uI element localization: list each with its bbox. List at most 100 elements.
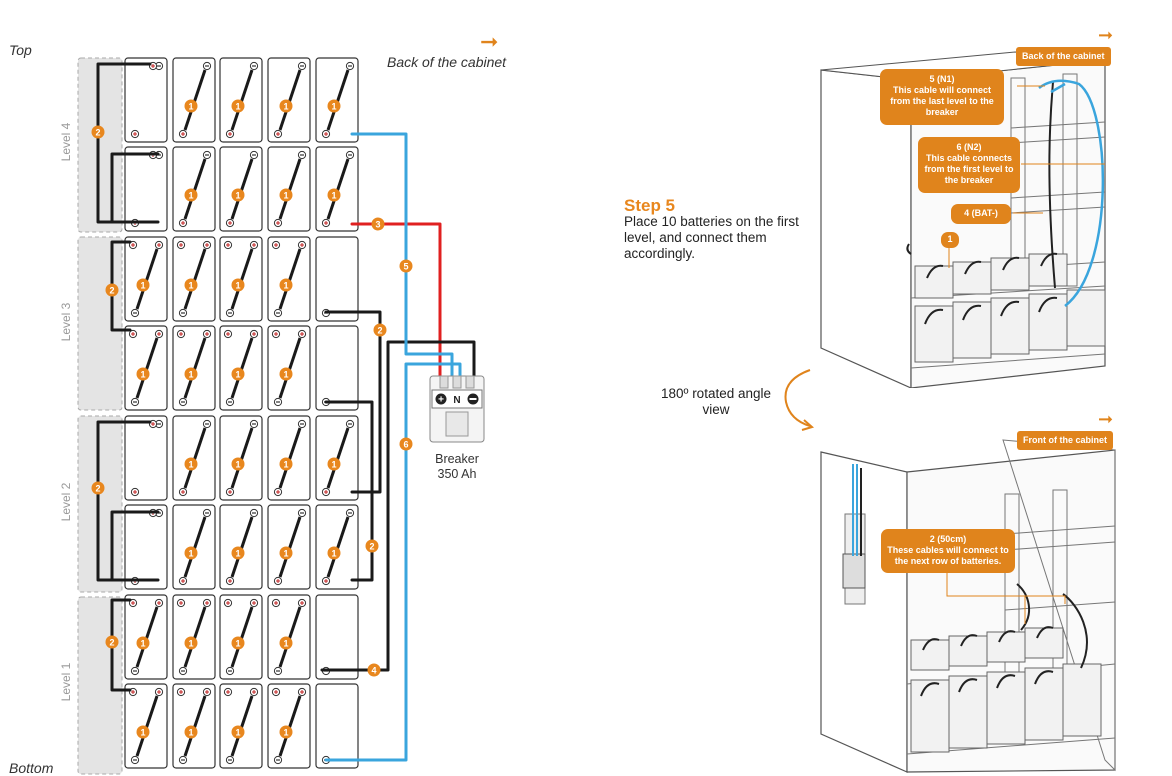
battery-cell (219, 504, 263, 590)
plus-terminal-icon (271, 598, 281, 608)
breaker-neutral-label: N (453, 395, 460, 406)
row-link-cable (110, 152, 160, 224)
connection-marker: 1 (231, 278, 245, 292)
connection-marker: 1 (327, 546, 341, 560)
plus-terminal-icon (130, 487, 140, 497)
connection-marker: 1 (231, 725, 245, 739)
svg-text:2: 2 (95, 484, 100, 494)
plus-terminal-icon (202, 598, 212, 608)
callout-n2-title: 6 (N2) (956, 142, 982, 152)
minus-terminal-icon (467, 393, 479, 405)
plus-terminal-icon (154, 329, 164, 339)
connection-marker: 1 (327, 188, 341, 202)
bat-plus-cable (320, 340, 476, 672)
minus-terminal-icon (225, 397, 235, 407)
callout-n1: 5 (N1) This cable will connect from the … (880, 69, 1004, 125)
battery-cell (172, 146, 216, 232)
battery-cell (124, 683, 168, 769)
plus-terminal-icon (225, 576, 235, 586)
connection-marker: 1 (184, 367, 198, 381)
svg-text:1: 1 (235, 549, 240, 559)
plus-terminal-icon (297, 240, 307, 250)
battery-cell (267, 504, 311, 590)
level-panel (77, 415, 123, 593)
connection-marker: 2 (105, 635, 119, 649)
plus-terminal-icon (271, 329, 281, 339)
bottom-label: Bottom (9, 760, 54, 776)
connection-marker: 1 (184, 457, 198, 471)
breaker: + N (429, 375, 485, 443)
connection-marker: 1 (231, 546, 245, 560)
battery-cell (124, 504, 168, 590)
minus-terminal-icon (345, 150, 355, 160)
bat-minus-cable (350, 222, 442, 386)
battery-cell (219, 236, 263, 322)
plus-terminal-icon (223, 598, 233, 608)
connection-marker: 2 (373, 323, 387, 337)
plus-terminal-icon (176, 329, 186, 339)
plus-terminal-icon (154, 687, 164, 697)
plus-terminal-icon (178, 129, 188, 139)
callout-battery: 1 (941, 232, 959, 248)
svg-text:1: 1 (188, 281, 193, 291)
connection-marker: 1 (184, 546, 198, 560)
minus-terminal-icon (273, 666, 283, 676)
svg-text:1: 1 (188, 460, 193, 470)
svg-text:1: 1 (283, 728, 288, 738)
battery-cell (315, 236, 359, 322)
minus-terminal-icon (225, 308, 235, 318)
plus-terminal-icon (202, 687, 212, 697)
connection-marker: 1 (136, 367, 150, 381)
svg-text:1: 1 (331, 460, 336, 470)
arrow-right-icon: ➞ (1098, 25, 1114, 45)
plus-terminal-icon (202, 240, 212, 250)
minus-terminal-icon (345, 419, 355, 429)
minus-terminal-icon (249, 150, 259, 160)
plus-terminal-icon (176, 240, 186, 250)
front-view-tag: Front of the cabinet (1017, 431, 1113, 450)
plus-terminal-icon (178, 576, 188, 586)
level-panel (77, 57, 123, 233)
plus-terminal-icon (178, 487, 188, 497)
battery-cell (172, 504, 216, 590)
plus-terminal-icon (273, 218, 283, 228)
plus-terminal-icon (321, 129, 331, 139)
level-panel (77, 596, 123, 775)
connection-marker: 6 (399, 437, 413, 451)
connection-marker: 1 (279, 278, 293, 292)
minus-terminal-icon (130, 755, 140, 765)
row-link-cable (96, 62, 160, 224)
step-description: Place 10 batteries on the first level, a… (624, 214, 799, 261)
svg-text:1: 1 (283, 191, 288, 201)
minus-terminal-icon (345, 61, 355, 71)
level-4-label: Level 4 (59, 122, 73, 162)
minus-terminal-icon (225, 755, 235, 765)
minus-terminal-icon (249, 508, 259, 518)
connection-marker: 2 (105, 283, 119, 297)
battery-cell (172, 236, 216, 322)
battery-cell (315, 57, 359, 143)
connection-marker: 1 (279, 636, 293, 650)
plus-terminal-icon (273, 487, 283, 497)
plus-terminal-icon (128, 598, 138, 608)
callout-n1-title: 5 (N1) (929, 74, 955, 84)
plus-terminal-icon (223, 240, 233, 250)
minus-terminal-icon (130, 666, 140, 676)
plus-terminal-icon (225, 218, 235, 228)
connection-marker: 1 (279, 99, 293, 113)
minus-terminal-icon (225, 666, 235, 676)
battery-cell (267, 146, 311, 232)
back-view-tag: Back of the cabinet (1016, 47, 1111, 66)
minus-terminal-icon (273, 308, 283, 318)
battery-cell (219, 683, 263, 769)
connection-marker: 5 (399, 259, 413, 273)
battery-cell (267, 594, 311, 680)
plus-terminal-icon (176, 598, 186, 608)
minus-terminal-icon (130, 397, 140, 407)
connection-marker: 1 (184, 725, 198, 739)
svg-text:1: 1 (188, 728, 193, 738)
minus-terminal-icon (202, 61, 212, 71)
svg-text:1: 1 (140, 639, 145, 649)
battery-cell (124, 57, 168, 143)
plus-terminal-icon (271, 687, 281, 697)
